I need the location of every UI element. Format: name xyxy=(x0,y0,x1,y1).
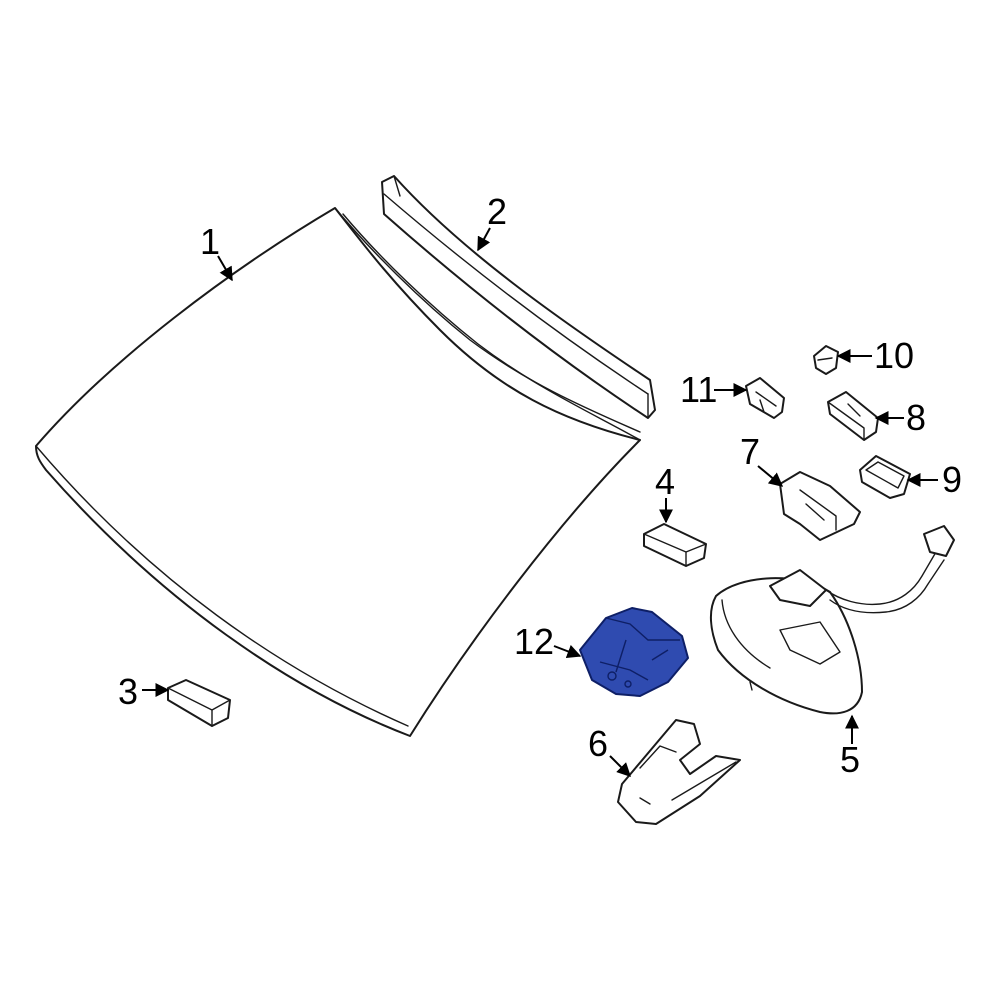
part-2-moulding[interactable] xyxy=(381,175,656,419)
leader-2 xyxy=(477,227,491,252)
leader-7 xyxy=(757,465,784,487)
callout-4: 4 xyxy=(655,461,675,502)
callout-1: 1 xyxy=(200,221,220,262)
part-5-mirror[interactable] xyxy=(710,525,955,715)
part-6-mount-cover[interactable] xyxy=(617,719,741,825)
callout-8: 8 xyxy=(906,397,926,438)
part-7-bracket[interactable] xyxy=(779,471,861,541)
callout-9: 9 xyxy=(942,459,962,500)
part-10-clip[interactable] xyxy=(813,345,839,375)
leader-6 xyxy=(609,755,631,777)
callout-3: 3 xyxy=(118,671,138,712)
callout-11: 11 xyxy=(680,369,717,410)
callout-2: 2 xyxy=(487,191,507,232)
part-8-clip[interactable] xyxy=(827,391,879,441)
callout-10: 10 xyxy=(874,335,914,376)
callout-7: 7 xyxy=(740,431,760,472)
part-3-bracket[interactable] xyxy=(167,679,231,727)
part-12-sensor-housing[interactable] xyxy=(579,607,689,697)
leader-12 xyxy=(553,644,582,659)
part-1-windshield[interactable] xyxy=(35,207,641,737)
callout-5: 5 xyxy=(840,739,860,780)
callout-6: 6 xyxy=(588,723,608,764)
part-9-cover[interactable] xyxy=(859,455,911,499)
leader-1 xyxy=(217,255,233,282)
leader-lines xyxy=(142,227,938,777)
callout-labels: 1 2 3 4 5 6 7 8 9 10 11 12 xyxy=(118,191,962,780)
part-11-clip[interactable] xyxy=(745,377,785,419)
part-4-bracket[interactable] xyxy=(643,523,707,567)
callout-12: 12 xyxy=(514,621,554,662)
